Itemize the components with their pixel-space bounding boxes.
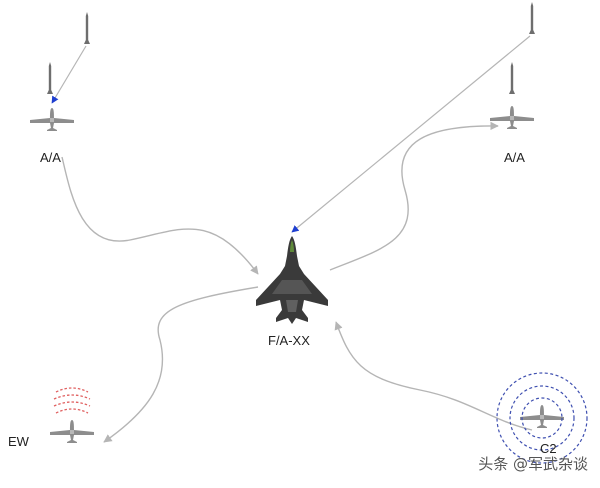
- radar-waves-icon: [53, 387, 91, 414]
- missile-icon: [509, 62, 515, 94]
- label-aa-left: A/A: [40, 150, 61, 165]
- link-c2-to-center: [334, 321, 533, 431]
- uav-icon: [520, 405, 564, 428]
- label-ew: EW: [8, 434, 29, 449]
- uav-icon: [30, 108, 74, 131]
- label-aa-right: A/A: [504, 150, 525, 165]
- missile-icon: [47, 62, 53, 94]
- label-c2: C2: [540, 441, 557, 456]
- link-center-to-aa-right: [329, 121, 499, 271]
- uav-icon: [50, 420, 94, 443]
- label-center-aircraft: F/A-XX: [268, 333, 310, 348]
- c2-rings-icon: [496, 372, 588, 464]
- guidance-line-right: [291, 35, 531, 233]
- fighter-jet-icon: [256, 236, 328, 324]
- link-center-to-ew: [103, 286, 259, 443]
- link-aa-left-to-center: [61, 156, 259, 275]
- missile-icon: [84, 12, 90, 44]
- missile-icon: [529, 2, 535, 34]
- watermark-text: 头条 @军武杂谈: [478, 455, 588, 473]
- guidance-line-left: [51, 45, 87, 104]
